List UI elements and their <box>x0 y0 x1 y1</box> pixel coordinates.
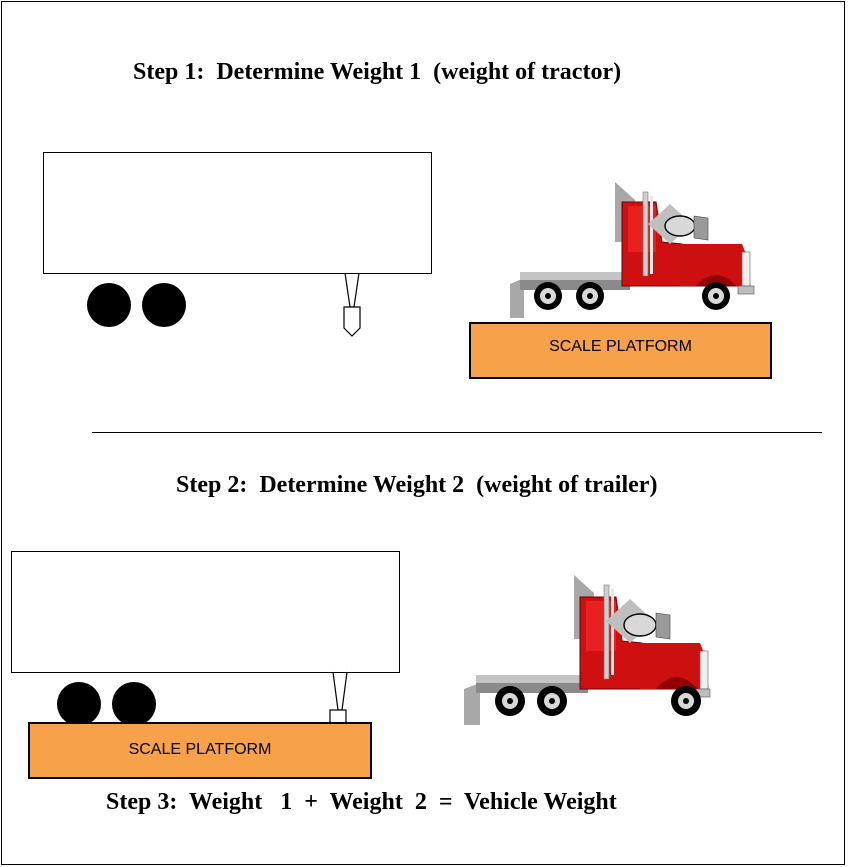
tractor-top <box>510 182 755 318</box>
scale-platform-bottom-label: SCALE PLATFORM <box>128 741 272 758</box>
step-divider <box>92 432 822 433</box>
trailer-wheel-bottom-1 <box>57 682 101 726</box>
tractor-bottom-drawing <box>464 575 711 725</box>
trailer-wheel-top-1 <box>87 283 131 327</box>
step1-title: Step 1: Determine Weight 1 (weight of tr… <box>133 59 622 85</box>
landing-gear-bottom <box>329 671 348 724</box>
trailer-wheel-top-2 <box>142 283 186 327</box>
step2-title: Step 2: Determine Weight 2 (weight of tr… <box>176 472 658 498</box>
trailer-wheel-bottom-2 <box>112 682 156 726</box>
scale-platform-top-label: SCALE PLATFORM <box>549 338 692 355</box>
step3-equation: Step 3: Weight 1 + Weight 2 = Vehicle We… <box>106 789 617 815</box>
landing-gear-top <box>343 272 361 337</box>
trailer-body-bottom <box>11 551 400 673</box>
scale-platform-top: SCALE PLATFORM <box>469 322 772 379</box>
trailer-body-top <box>43 152 432 274</box>
scale-platform-bottom: SCALE PLATFORM <box>28 722 372 779</box>
tractor-top-drawing <box>510 182 755 318</box>
tractor-bottom <box>464 575 711 725</box>
